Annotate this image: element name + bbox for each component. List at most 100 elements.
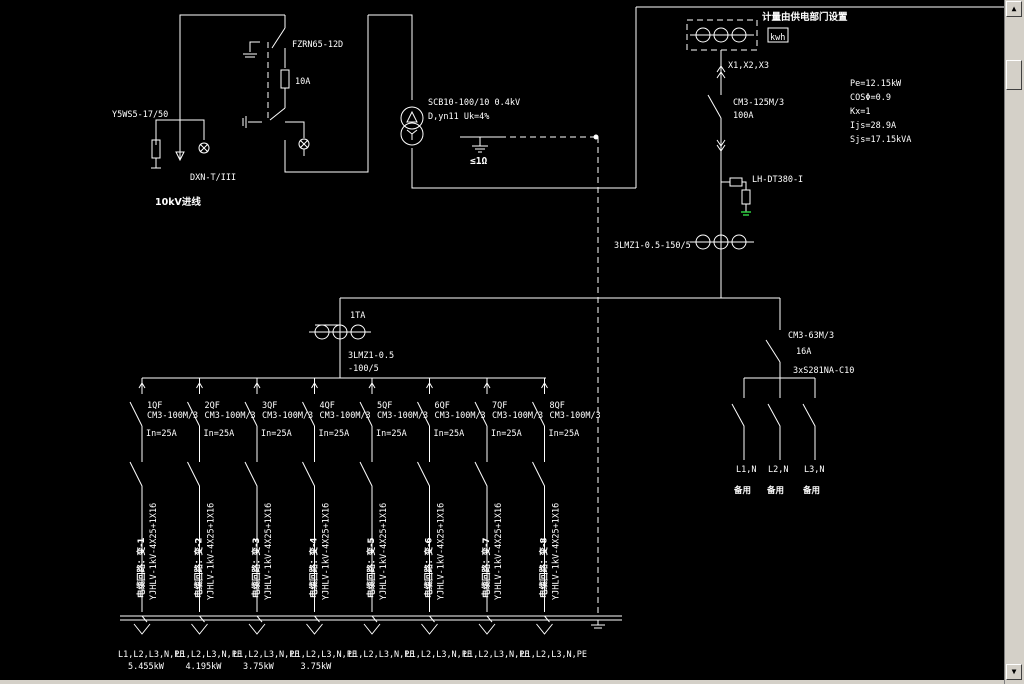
feeder-1-outlet-icon xyxy=(133,623,151,635)
arrester-model: Y5WS5-17/50 xyxy=(112,110,168,120)
transformer-secondary-icon xyxy=(400,122,424,146)
sub-ct-name: 1TA xyxy=(350,311,365,321)
feeder-5-outlet-icon xyxy=(363,623,381,635)
feeder-7-cable-spec: YJHLV-1kV-4X25+1X16 xyxy=(494,503,504,600)
feeder-6-tap xyxy=(429,615,435,623)
feeder-5-breaker-blade xyxy=(359,401,373,427)
load-calc-4: Ijs=28.9A xyxy=(850,121,896,131)
feeder-8-id: 8QF xyxy=(550,401,565,411)
feeder-3-isolator-mark xyxy=(253,382,261,389)
fuse-rating: 10A xyxy=(295,77,310,87)
feeder-3-cable-spec: YJHLV-1kV-4X25+1X16 xyxy=(264,503,274,600)
feeder-7-outlet-icon xyxy=(478,623,496,635)
feeder-7-cable xyxy=(474,461,488,612)
feeder-4-cable xyxy=(302,461,315,612)
feeder-8-phases: L1,L2,L3,N,PE xyxy=(521,650,588,660)
vertical-scrollbar[interactable]: ▲ ▼ xyxy=(1004,0,1024,684)
feeder-8-destination: 电缆回路：变-8 xyxy=(539,537,550,598)
load-calc-2: COSΦ=0.9 xyxy=(850,93,891,103)
feeder-1-isolator-mark xyxy=(138,382,146,389)
feeder-1-breaker: CM3-100M/3 xyxy=(147,411,198,421)
feeder-3-breaker-blade xyxy=(244,401,258,427)
feeder-3-phases: L1,L2,L3,N,PE xyxy=(233,650,300,660)
feeder-7-isolator-mark xyxy=(483,382,491,389)
feeder-6-outlet-icon xyxy=(421,623,438,635)
feeder-3-destination: 电缆回路：变-3 xyxy=(251,537,262,598)
lamp-cross-2 xyxy=(299,139,309,149)
sub-ct-model: 3LMZ1-0.5 xyxy=(348,351,394,361)
spare-mcb-2 xyxy=(767,403,781,460)
feeder-5-cable-spec: YJHLV-1kV-4X25+1X16 xyxy=(379,503,389,600)
isolator-mark-4 xyxy=(716,144,726,152)
feeder-5-isolator-mark xyxy=(368,382,376,389)
transformer-connection: D,yn11 Uk=4% xyxy=(428,112,489,122)
feeder-1-id: 1QF xyxy=(147,401,162,411)
feeder-1-tap xyxy=(141,615,148,623)
spare-mcb-3 xyxy=(802,403,816,460)
feeder-2-destination: 电缆回路：变-2 xyxy=(194,537,205,598)
feeder-5-in: In=25A xyxy=(376,429,407,439)
feeder-2-power: 4.195kW xyxy=(186,662,223,672)
spare-breaker-rating: 16A xyxy=(796,347,811,357)
horizontal-scrollbar-edge xyxy=(0,680,1004,684)
wye-left xyxy=(406,129,413,135)
feeder-6-destination: 电缆回路：变-6 xyxy=(424,537,435,598)
indicator-branch xyxy=(285,121,305,138)
spd-icon xyxy=(741,189,751,205)
fuse-switch-blade xyxy=(271,27,286,49)
incoming-line-label: 10kV进线 xyxy=(155,196,201,208)
scroll-thumb[interactable] xyxy=(1006,60,1022,90)
transformer-return xyxy=(411,148,636,189)
neutral-node xyxy=(593,134,599,140)
spare-phase-1: L1,N xyxy=(736,465,756,475)
isolator-mark-1 xyxy=(716,65,726,73)
indicator2-branch xyxy=(180,119,205,140)
feeder-8-tap xyxy=(544,615,550,623)
kwh-label: kwh xyxy=(770,33,785,43)
feeder-4-breaker-blade xyxy=(302,401,315,427)
upper-earth-stub xyxy=(249,41,260,52)
feeder-4-id: 4QF xyxy=(320,401,335,411)
feeder-5-breaker: CM3-100M/3 xyxy=(377,411,428,421)
spare-mcb-1 xyxy=(731,403,745,460)
feeder-4-in: In=25A xyxy=(319,429,350,439)
feeder-6-isolator-mark xyxy=(426,382,433,389)
feeder-8-cable xyxy=(532,461,545,612)
feeder-2-phases: L1,L2,L3,N,PE xyxy=(176,650,243,660)
feeder-8-breaker: CM3-100M/3 xyxy=(550,411,601,421)
spd-fuse-icon xyxy=(729,177,743,187)
hv-loop-left xyxy=(179,14,285,160)
feeder-2-in: In=25A xyxy=(204,429,235,439)
feeder-1-in: In=25A xyxy=(146,429,177,439)
feeder-8-in: In=25A xyxy=(549,429,580,439)
spare-breaker-sub: 3xS281NA-C10 xyxy=(793,366,854,376)
feeder-5-destination: 电缆回路：变-5 xyxy=(366,537,377,598)
feeder-8-breaker-blade xyxy=(532,401,545,427)
feeder-1-power: 5.455kW xyxy=(128,662,165,672)
ct-group-label: X1,X2,X3 xyxy=(728,61,769,71)
feeder-6-cable xyxy=(417,461,430,612)
feeder-5-cable xyxy=(359,461,373,612)
feeder-6-in: In=25A xyxy=(434,429,465,439)
scroll-up-button[interactable]: ▲ xyxy=(1006,1,1022,17)
feeder-1-breaker-blade xyxy=(129,401,143,427)
feeder-7-tap xyxy=(486,615,493,623)
feeder-1-phases: L1,L2,L3,N,PE xyxy=(118,650,185,660)
feeder-3-in: In=25A xyxy=(261,429,292,439)
wye-right xyxy=(411,129,418,135)
scroll-down-button[interactable]: ▼ xyxy=(1006,664,1022,680)
earth-switch-blade xyxy=(269,107,286,121)
down-arrow-icon: ▼ xyxy=(1011,667,1017,676)
feeder-6-id: 6QF xyxy=(435,401,450,411)
feeder-2-cable-spec: YJHLV-1kV-4X25+1X16 xyxy=(207,503,217,600)
spare-breaker-model: CM3-63M/3 xyxy=(788,331,834,341)
feeder-2-id: 2QF xyxy=(205,401,220,411)
feeder-3-power: 3.75kW xyxy=(243,662,275,672)
spare-label-2: 备用 xyxy=(766,485,784,496)
feeder-4-power: 3.75kW xyxy=(301,662,333,672)
main-ct-model: 3LMZ1-0.5-150/5 xyxy=(614,241,691,251)
spare-breaker-blade xyxy=(765,339,781,363)
feeder-group: 1QFCM3-100M/3In=25AYJHLV-1kV-4X25+1X16电缆… xyxy=(118,378,601,672)
surge-protector-model: LH-DT380-I xyxy=(752,175,803,185)
